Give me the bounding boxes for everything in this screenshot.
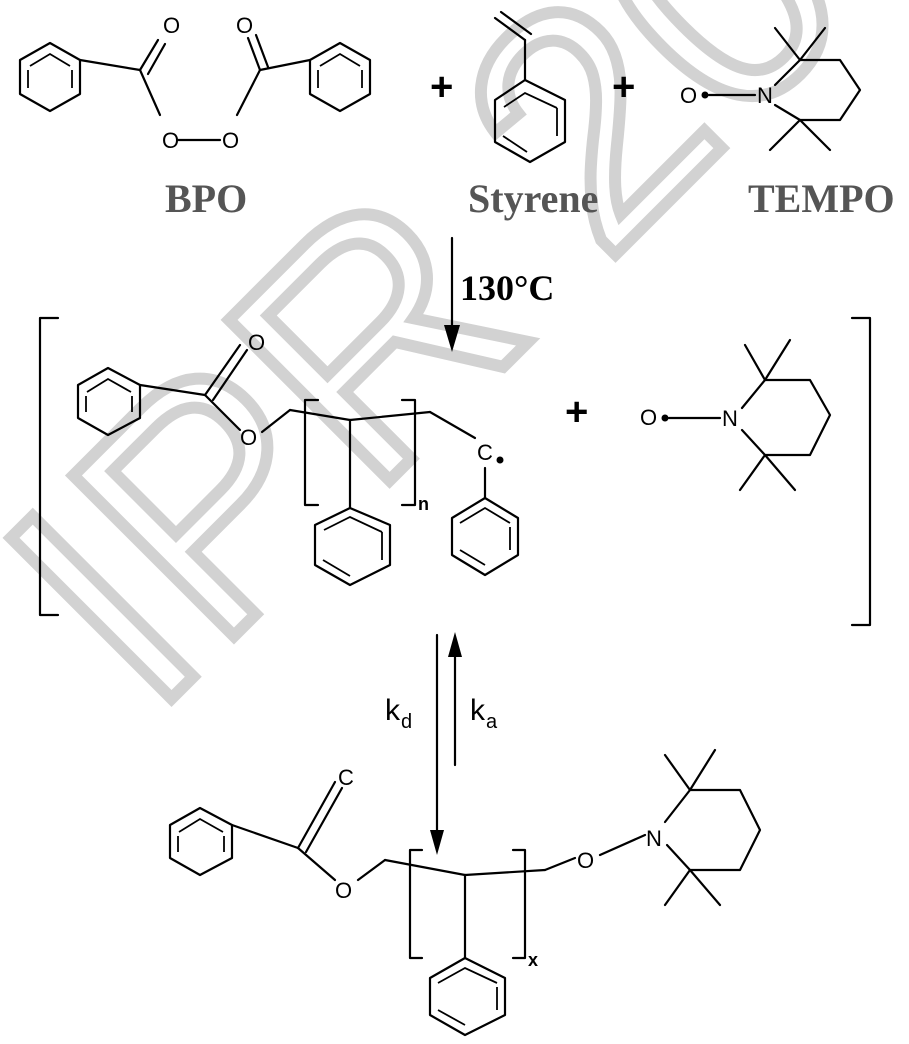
carbon-radical: C — [477, 440, 493, 465]
intermediate-ester-oxygen: O — [240, 425, 257, 450]
product-carbonyl-carbon: C — [338, 765, 354, 790]
tempo-structure: O N — [680, 26, 862, 152]
bpo-carbonyl-oxygen-left: O — [163, 13, 180, 38]
plus-sign-1: + — [430, 65, 453, 109]
dormant-polymer-structure: C O x O N — [168, 748, 762, 1037]
repeat-unit-x: x — [528, 950, 538, 970]
tempo-radical-structure: O N — [640, 338, 832, 492]
product-nitrogen: N — [646, 826, 662, 851]
bpo-label: BPO — [165, 176, 247, 221]
styrene-label: Styrene — [468, 176, 598, 221]
plus-sign-3: + — [565, 390, 588, 434]
bracket-right — [850, 316, 872, 627]
intermediate-carbonyl-oxygen: O — [248, 330, 265, 355]
equilibrium-arrows — [430, 632, 462, 855]
growing-polymer-radical-structure: O O n C — [76, 330, 520, 587]
bracket-left — [38, 316, 60, 617]
rate-ka-subscript: a — [486, 711, 498, 733]
repeat-unit-n: n — [418, 494, 429, 514]
product-alkoxyamine-oxygen: O — [577, 848, 594, 873]
tempo-nitrogen: N — [757, 83, 773, 108]
tempo-label: TEMPO — [748, 176, 895, 221]
tempo-oxygen-radical: O — [680, 83, 697, 108]
reaction-arrow-down — [444, 236, 460, 352]
rate-ka: k — [470, 694, 486, 727]
bpo-carbonyl-oxygen-right: O — [236, 13, 253, 38]
rate-kd: k — [385, 694, 401, 727]
bpo-structure: O O O O — [18, 13, 372, 153]
temperature-condition: 130°C — [460, 268, 554, 308]
tempo-radical-oxygen: O — [640, 405, 657, 430]
plus-sign-2: + — [612, 65, 635, 109]
product-ester-oxygen: O — [335, 878, 352, 903]
rate-kd-subscript: d — [401, 711, 412, 733]
bpo-peroxide-oxygen-left: O — [162, 128, 179, 153]
tempo-radical-nitrogen: N — [722, 406, 738, 431]
bpo-peroxide-oxygen-right: O — [222, 128, 239, 153]
styrene-structure — [493, 10, 567, 164]
